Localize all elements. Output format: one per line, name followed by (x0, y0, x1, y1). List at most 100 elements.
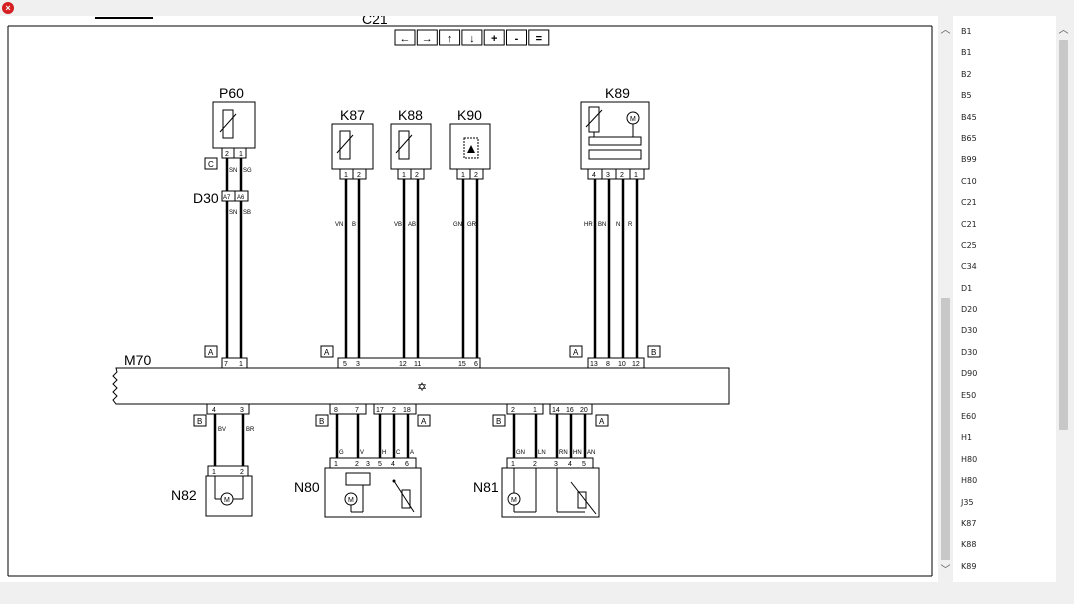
list-item[interactable]: K87 (961, 518, 977, 528)
svg-text:→: → (422, 33, 433, 45)
svg-text:6: 6 (474, 361, 478, 368)
list-item[interactable]: D90 (961, 369, 978, 379)
svg-text:4: 4 (212, 407, 216, 414)
diagram-canvas[interactable]: C21 ←→↑↓+-= P60 2 1 C SN SG D30 A7 A6 SN… (0, 16, 938, 582)
svg-text:A7: A7 (223, 195, 231, 201)
component-n82[interactable] (205, 475, 253, 517)
list-item[interactable]: B2 (961, 69, 972, 79)
list-item[interactable]: D30 (961, 326, 978, 336)
diagram-scrollbar[interactable]: ︿ ﹀ (938, 16, 953, 582)
scroll-up-icon[interactable]: ︿ (940, 25, 951, 36)
list-scroll-thumb[interactable] (1059, 40, 1068, 430)
svg-text:BR: BR (246, 427, 255, 433)
component-k89[interactable] (580, 101, 650, 170)
svg-text:G: G (339, 450, 344, 456)
list-item[interactable]: D1 (961, 283, 973, 293)
nav-up-button[interactable]: ↑ (439, 29, 461, 46)
svg-text:14: 14 (552, 407, 560, 414)
zoom-in-button[interactable]: + (483, 29, 505, 46)
svg-text:1: 1 (344, 172, 348, 179)
svg-text:HR: HR (584, 222, 593, 228)
svg-text:SN: SN (229, 210, 237, 216)
svg-text:SN: SN (229, 168, 237, 174)
close-icon[interactable]: × (2, 2, 14, 14)
nav-right-button[interactable]: → (416, 29, 438, 46)
list-item[interactable]: B45 (961, 112, 977, 122)
svg-text:2: 2 (533, 461, 537, 468)
svg-text:2: 2 (511, 407, 515, 414)
list-item[interactable]: K89 (961, 561, 977, 571)
svg-text:1: 1 (334, 461, 338, 468)
svg-text:A: A (324, 348, 330, 357)
list-item[interactable]: H80 (961, 476, 978, 486)
list-scrollbar[interactable]: ︿ (1056, 16, 1071, 582)
svg-text:B: B (651, 348, 656, 357)
diagram-scroll-thumb[interactable] (941, 298, 950, 560)
component-k88[interactable] (390, 123, 432, 170)
component-label-n81: N81 (473, 479, 499, 495)
svg-text:AB: AB (408, 222, 416, 228)
svg-text:2: 2 (355, 461, 359, 468)
list-item[interactable]: C21 (961, 198, 977, 208)
svg-text:13: 13 (590, 361, 598, 368)
component-k87[interactable] (331, 123, 374, 170)
component-label-k89: K89 (605, 85, 630, 101)
svg-text:8: 8 (606, 361, 610, 368)
svg-text:M: M (630, 116, 636, 123)
svg-text:HN: HN (573, 450, 582, 456)
scroll-down-icon[interactable]: ﹀ (940, 565, 951, 576)
svg-text:5: 5 (343, 361, 347, 368)
svg-text:6: 6 (405, 461, 409, 468)
svg-text:15: 15 (458, 361, 466, 368)
list-item[interactable]: D20 (961, 305, 978, 315)
svg-text:BN: BN (598, 222, 606, 228)
component-n80[interactable] (324, 467, 422, 518)
list-item[interactable]: K88 (961, 540, 977, 550)
component-p60[interactable] (212, 101, 256, 149)
module-m70[interactable] (112, 367, 730, 405)
list-item[interactable]: B5 (961, 91, 972, 101)
svg-text:4: 4 (391, 461, 395, 468)
svg-text:A6: A6 (237, 195, 245, 201)
svg-text:1: 1 (239, 151, 243, 158)
zoom-out-button[interactable]: - (506, 29, 527, 46)
svg-text:1: 1 (212, 469, 216, 476)
list-item[interactable]: E60 (961, 412, 977, 422)
list-item[interactable]: H1 (961, 433, 973, 443)
nav-down-button[interactable]: ↓ (461, 29, 483, 46)
svg-text:4: 4 (592, 172, 596, 179)
nav-toolbar: ← → ↑ ↓ +-= (394, 29, 550, 46)
svg-text:5: 5 (582, 461, 586, 468)
list-item[interactable]: B1 (961, 27, 972, 36)
list-item[interactable]: E50 (961, 390, 977, 400)
component-label-k88: K88 (398, 107, 423, 123)
svg-text:AN: AN (587, 450, 595, 456)
list-item[interactable]: C21 (961, 219, 977, 229)
svg-text:↓: ↓ (469, 33, 475, 45)
list-item[interactable]: B99 (961, 155, 977, 165)
list-item[interactable]: C10 (961, 176, 977, 186)
list-item[interactable]: C25 (961, 240, 977, 250)
svg-text:M: M (511, 497, 517, 504)
svg-text:3: 3 (356, 361, 360, 368)
svg-text:H: H (382, 450, 386, 456)
list-item[interactable]: H80 (961, 454, 978, 464)
svg-text:3: 3 (554, 461, 558, 468)
list-item[interactable]: D30 (961, 347, 978, 357)
svg-text:GN: GN (516, 450, 525, 456)
svg-text:B: B (319, 417, 324, 426)
list-item[interactable]: B1 (961, 48, 972, 58)
scroll-up-icon[interactable]: ︿ (1058, 25, 1069, 36)
svg-text:A: A (573, 348, 579, 357)
svg-text:=: = (536, 33, 542, 45)
svg-text:2: 2 (392, 407, 396, 414)
svg-text:VB: VB (394, 222, 402, 228)
svg-text:↑: ↑ (447, 33, 453, 45)
svg-text:1: 1 (634, 172, 638, 179)
component-k90[interactable] (449, 123, 491, 170)
fit-button[interactable]: = (528, 29, 550, 46)
list-item[interactable]: C34 (961, 262, 977, 272)
nav-left-button[interactable]: ← (394, 29, 416, 46)
list-item[interactable]: B65 (961, 133, 977, 143)
list-item[interactable]: J35 (961, 497, 974, 507)
